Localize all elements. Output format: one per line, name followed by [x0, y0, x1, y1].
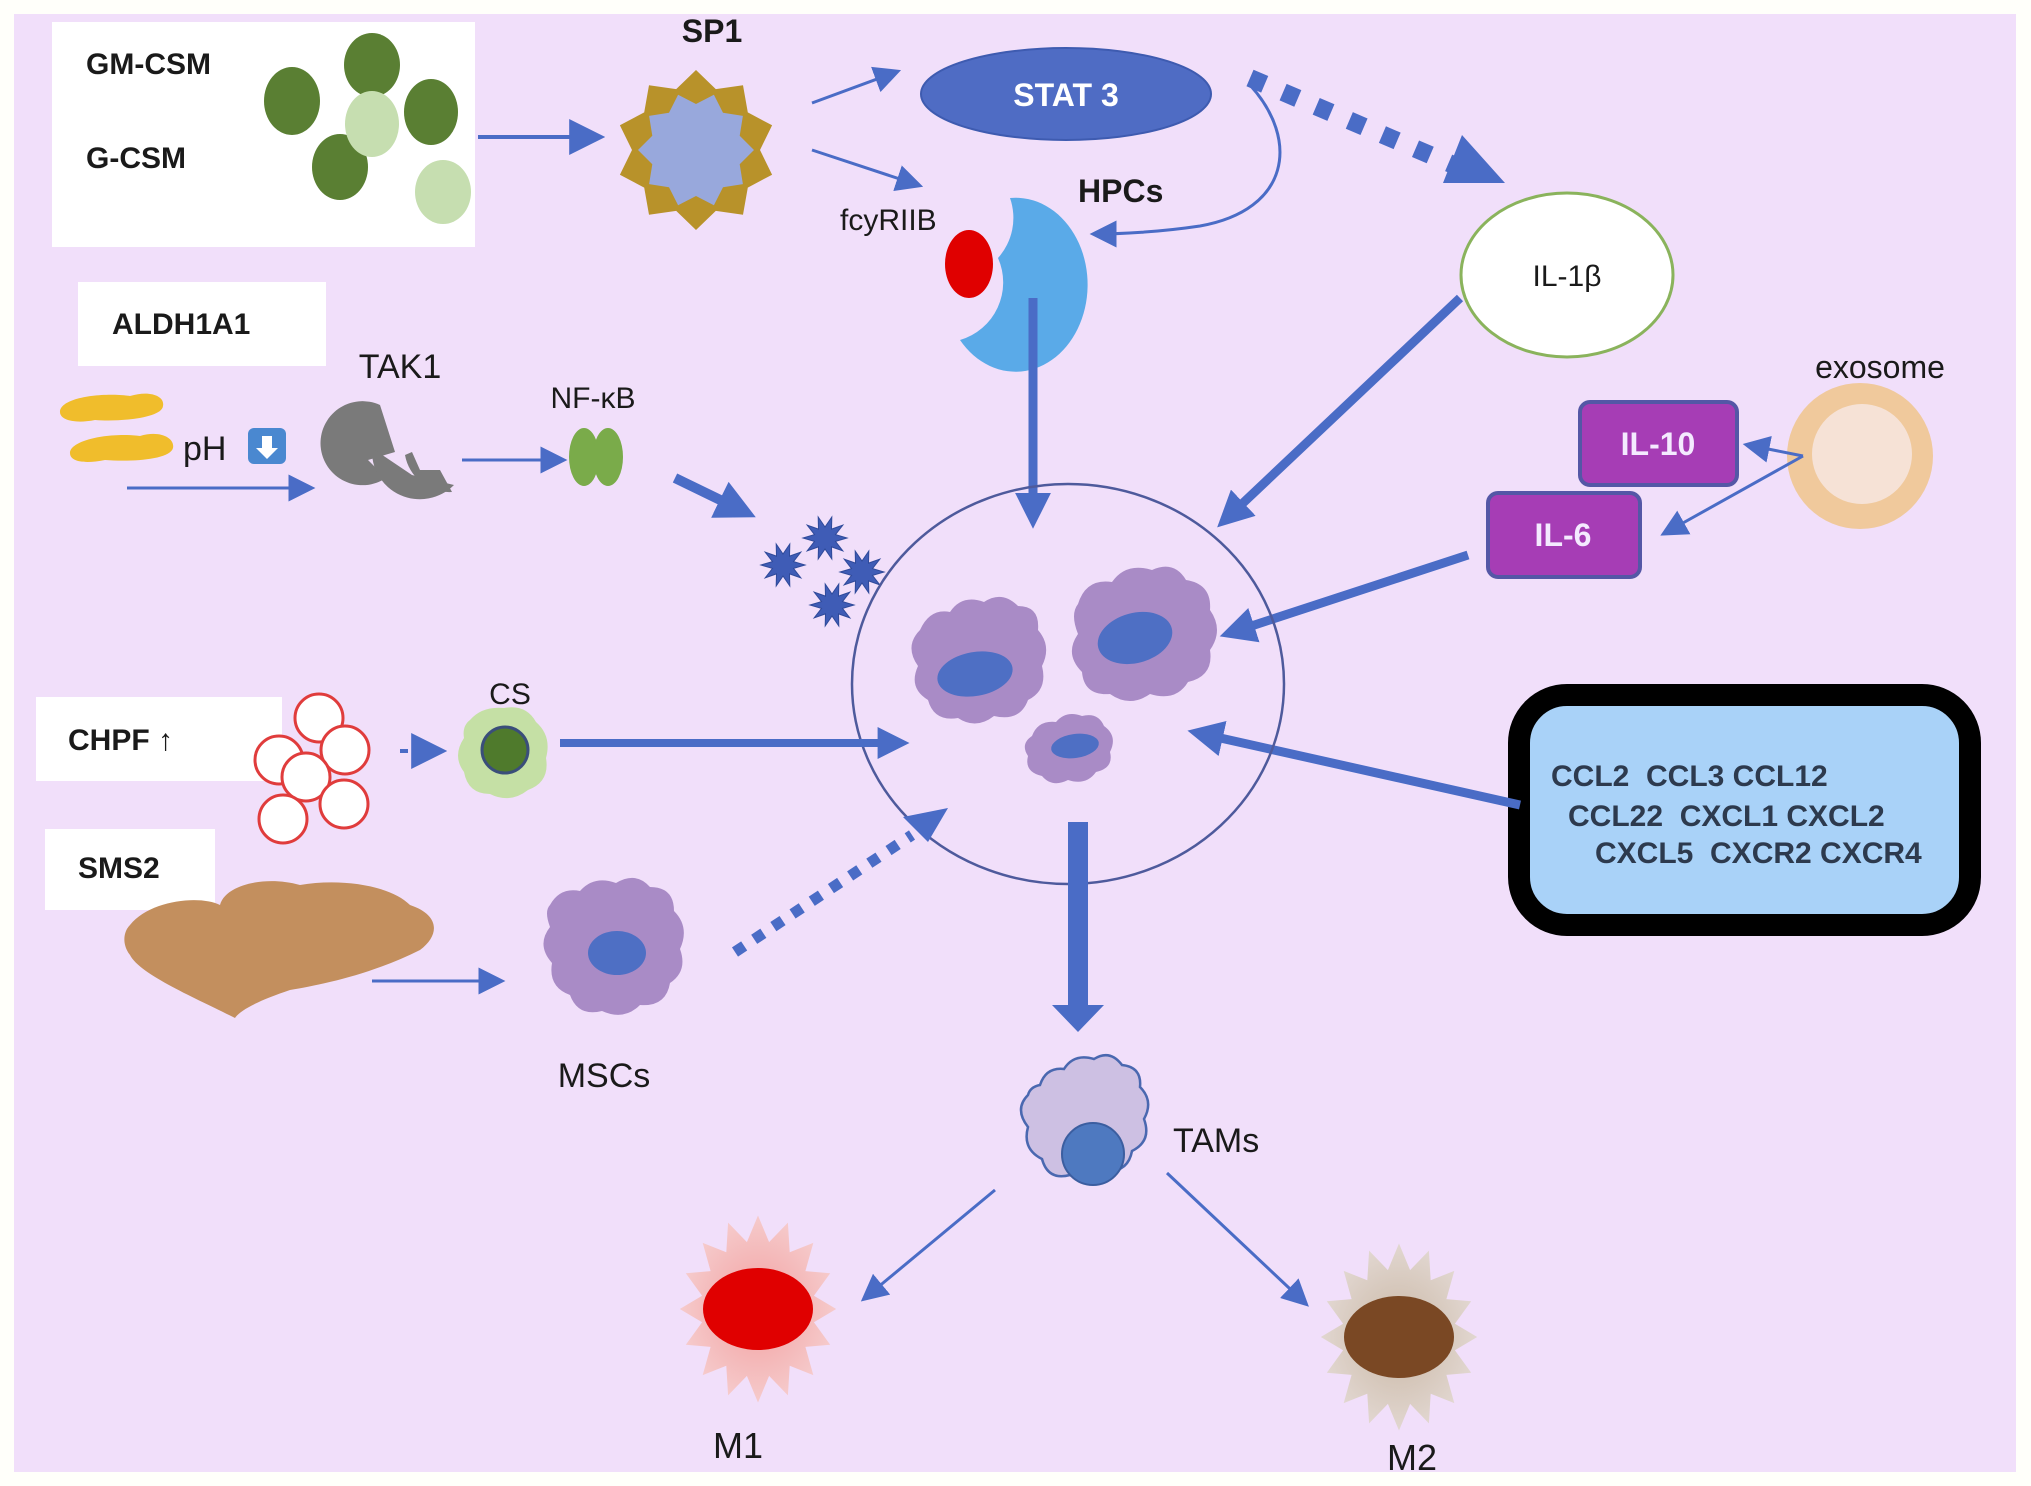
m2-label: M2: [1387, 1437, 1437, 1478]
chemokine-line: CCL2 CCL3 CCL12: [1551, 760, 1828, 793]
aldh1a1-rect: [78, 282, 326, 366]
arrowhead-stat3-to-il1b: [1443, 135, 1505, 183]
arrow-tams-to-m1: [860, 1188, 996, 1302]
m2-core: [1344, 1296, 1454, 1378]
arrow-chemokines-to-tumor: [1187, 720, 1521, 810]
hpcs-label: HPCs: [1078, 173, 1163, 209]
aldh1a1-label: ALDH1A1: [112, 308, 250, 341]
dotted-arrow-stat3-to-il1b: [1246, 69, 1474, 181]
arrowhead-mscs-to-tumor: [903, 808, 948, 842]
cs-label: CS: [489, 678, 531, 711]
arrow-il1b-to-tumor: [1217, 294, 1464, 528]
gm-csm-label: GM-CSM: [86, 48, 211, 81]
chpf-rect: [36, 697, 282, 781]
fcyriib-label: fcyRIIB: [840, 204, 937, 237]
exosome-inner: [1812, 404, 1912, 504]
m1-macrophage: [679, 1215, 837, 1403]
cytokine-star: [838, 549, 886, 595]
tams-label: TAMs: [1173, 1122, 1259, 1160]
chpf-box: CHPF ↑: [36, 697, 282, 781]
yellow-organelle: [70, 433, 174, 462]
tams-cell: [1019, 1053, 1150, 1186]
sp1-label: SP1: [682, 13, 742, 49]
dark-green-cell: [312, 134, 368, 200]
sms2-rect: [45, 829, 215, 910]
mscs-label: MSCs: [558, 1057, 651, 1095]
exosome-node: exosome: [1787, 349, 1945, 529]
m2-macrophage: [1320, 1243, 1478, 1431]
chemokine-line: CXCL5 CXCR2 CXCR4: [1595, 837, 1922, 870]
chemokine-rect: [1508, 684, 1981, 936]
cytokine-star: [808, 582, 856, 628]
il1b-ellipse: [1459, 191, 1675, 359]
g-csm-label: G-CSM: [86, 142, 186, 175]
ph-label: pH: [183, 430, 226, 468]
nfkb-icon: [569, 428, 623, 486]
tumor-nucleus: [1097, 611, 1173, 665]
dark-green-cell: [344, 33, 400, 97]
light-green-cell: [415, 160, 471, 224]
stat3-ellipse: [920, 47, 1212, 141]
sp1-star-inner: [638, 94, 754, 206]
tak1-icon: [320, 401, 454, 500]
fcyriib-receptor: [945, 230, 993, 298]
il1b-label: IL-1β: [1533, 260, 1602, 293]
tumor-nucleus: [1051, 733, 1099, 759]
sms2-organelle: [124, 881, 434, 1018]
red-vesicles: [253, 692, 371, 845]
tak1-label: TAK1: [359, 348, 442, 386]
il10-label: IL-10: [1621, 426, 1696, 462]
il6-rect: [1486, 491, 1642, 579]
mscs-cell: [543, 877, 684, 1015]
chpf-label: CHPF ↑: [68, 724, 173, 757]
il1b-node: IL-1β: [1459, 191, 1675, 359]
sms2-box: SMS2: [45, 829, 215, 910]
arrow-exosome-to-il6: [1660, 454, 1804, 536]
exosome-label: exosome: [1815, 349, 1945, 385]
arrow-sp1-to-hpcs: [811, 148, 924, 192]
arrow-nfkb-to-stars: [672, 473, 756, 518]
il6-label: IL-6: [1535, 517, 1592, 553]
cs-cell: [458, 707, 548, 799]
light-green-cell: [345, 91, 399, 157]
cytokine-star: [801, 515, 849, 561]
chemokine-line: CCL22 CXCL1 CXCL2: [1568, 800, 1885, 833]
nfkb-label: NF-κB: [551, 382, 636, 415]
cytokine-stars: [759, 515, 886, 628]
il6-box: IL-6: [1486, 491, 1642, 579]
csm-box-background: [52, 22, 475, 247]
chemokine-box: CCL2 CCL3 CCL12 CCL22 CXCL1 CXCL2 CXCL5 …: [1508, 684, 1981, 936]
m1-core: [703, 1268, 813, 1350]
tumor-cluster: [850, 482, 1286, 886]
hpcs-node: fcyRIIB HPCs: [840, 173, 1163, 372]
arrowhead-tumor-to-tams: [1052, 1005, 1104, 1032]
arrow-exosome-to-il10: [1742, 435, 1804, 463]
csm-box: GM-CSM G-CSM: [52, 22, 475, 247]
arrow-il6-to-tumor: [1219, 550, 1470, 643]
ph-down-icon: [248, 428, 286, 464]
il10-box: IL-10: [1578, 400, 1739, 487]
tumor-nucleus: [937, 651, 1013, 697]
dark-green-cell: [404, 79, 458, 145]
arrow-sp1-to-stat3: [811, 66, 902, 105]
arrow-tams-to-m2: [1165, 1171, 1309, 1307]
sms2-label: SMS2: [78, 852, 160, 885]
aldh-organelles: [60, 393, 174, 462]
il10-rect: [1578, 400, 1739, 487]
stat3-node: STAT 3: [920, 47, 1212, 141]
stat3-label: STAT 3: [1013, 77, 1118, 113]
dark-green-cell: [264, 67, 320, 135]
curved-arrow-stat3-to-hpcs: [1089, 83, 1282, 248]
yellow-organelle: [60, 393, 164, 422]
cytokine-star: [759, 542, 807, 588]
aldh1a1-box: ALDH1A1: [78, 282, 326, 366]
m1-label: M1: [713, 1425, 763, 1466]
hpcs-cell: [960, 197, 1088, 372]
sp1-node: SP1: [619, 13, 773, 230]
